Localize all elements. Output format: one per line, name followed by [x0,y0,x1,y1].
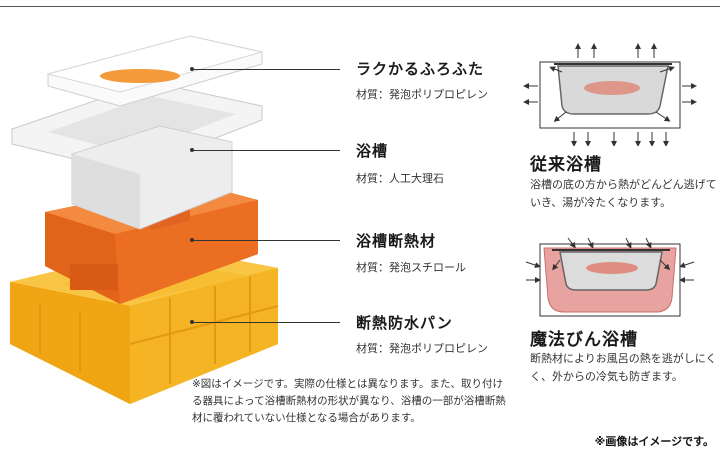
component-material-insulation: 材質：発泡スチロール [356,261,466,274]
component-name-lid: ラクかるふろふた [356,60,485,78]
top-rule [0,6,720,7]
thermos-bath-description: 断熱材によりお風呂の熱を逃がしにくく、外からの冷気も防ぎます。 [530,352,717,383]
lid-leader-line [192,69,340,70]
insulation-leader-line [192,240,340,241]
component-material-lid: 材質：発泡ポリプロピレン [356,88,488,101]
thermos-bath-diagram [525,237,695,317]
thermos-bath-title: 魔法びん浴槽 [530,330,638,350]
image-footnote: ※画像はイメージです。 [594,435,714,448]
component-name-insulation: 浴槽断熱材 [356,232,437,250]
component-name-bathtub: 浴槽 [356,142,389,160]
bathtub-shape [11,81,263,230]
component-material-pan: 材質：発泡ポリプロピレン [356,342,488,355]
conventional-bath-description: 浴槽の底の方から熱がどんどん逃げていき、湯が冷たくなります。 [530,178,717,209]
pan-leader-line [192,322,340,323]
component-material-bathtub: 材質：人工大理石 [356,172,444,185]
disclaimer-note: ※図はイメージです。実際の仕様とは異なります。また、取り付ける器具によって浴槽断… [192,376,510,427]
exploded-bath-illustration [10,35,279,404]
bath-lid-shape [46,35,263,107]
disclaimer-text: ※図はイメージです。実際の仕様とは異なります。また、取り付ける器具によって浴槽断… [192,378,506,424]
conventional-bath-title: 従来浴槽 [530,155,602,175]
conventional-bath-diagram [523,43,697,146]
bathtub-leader-line [192,150,340,151]
component-name-pan: 断熱防水パン [356,314,453,332]
